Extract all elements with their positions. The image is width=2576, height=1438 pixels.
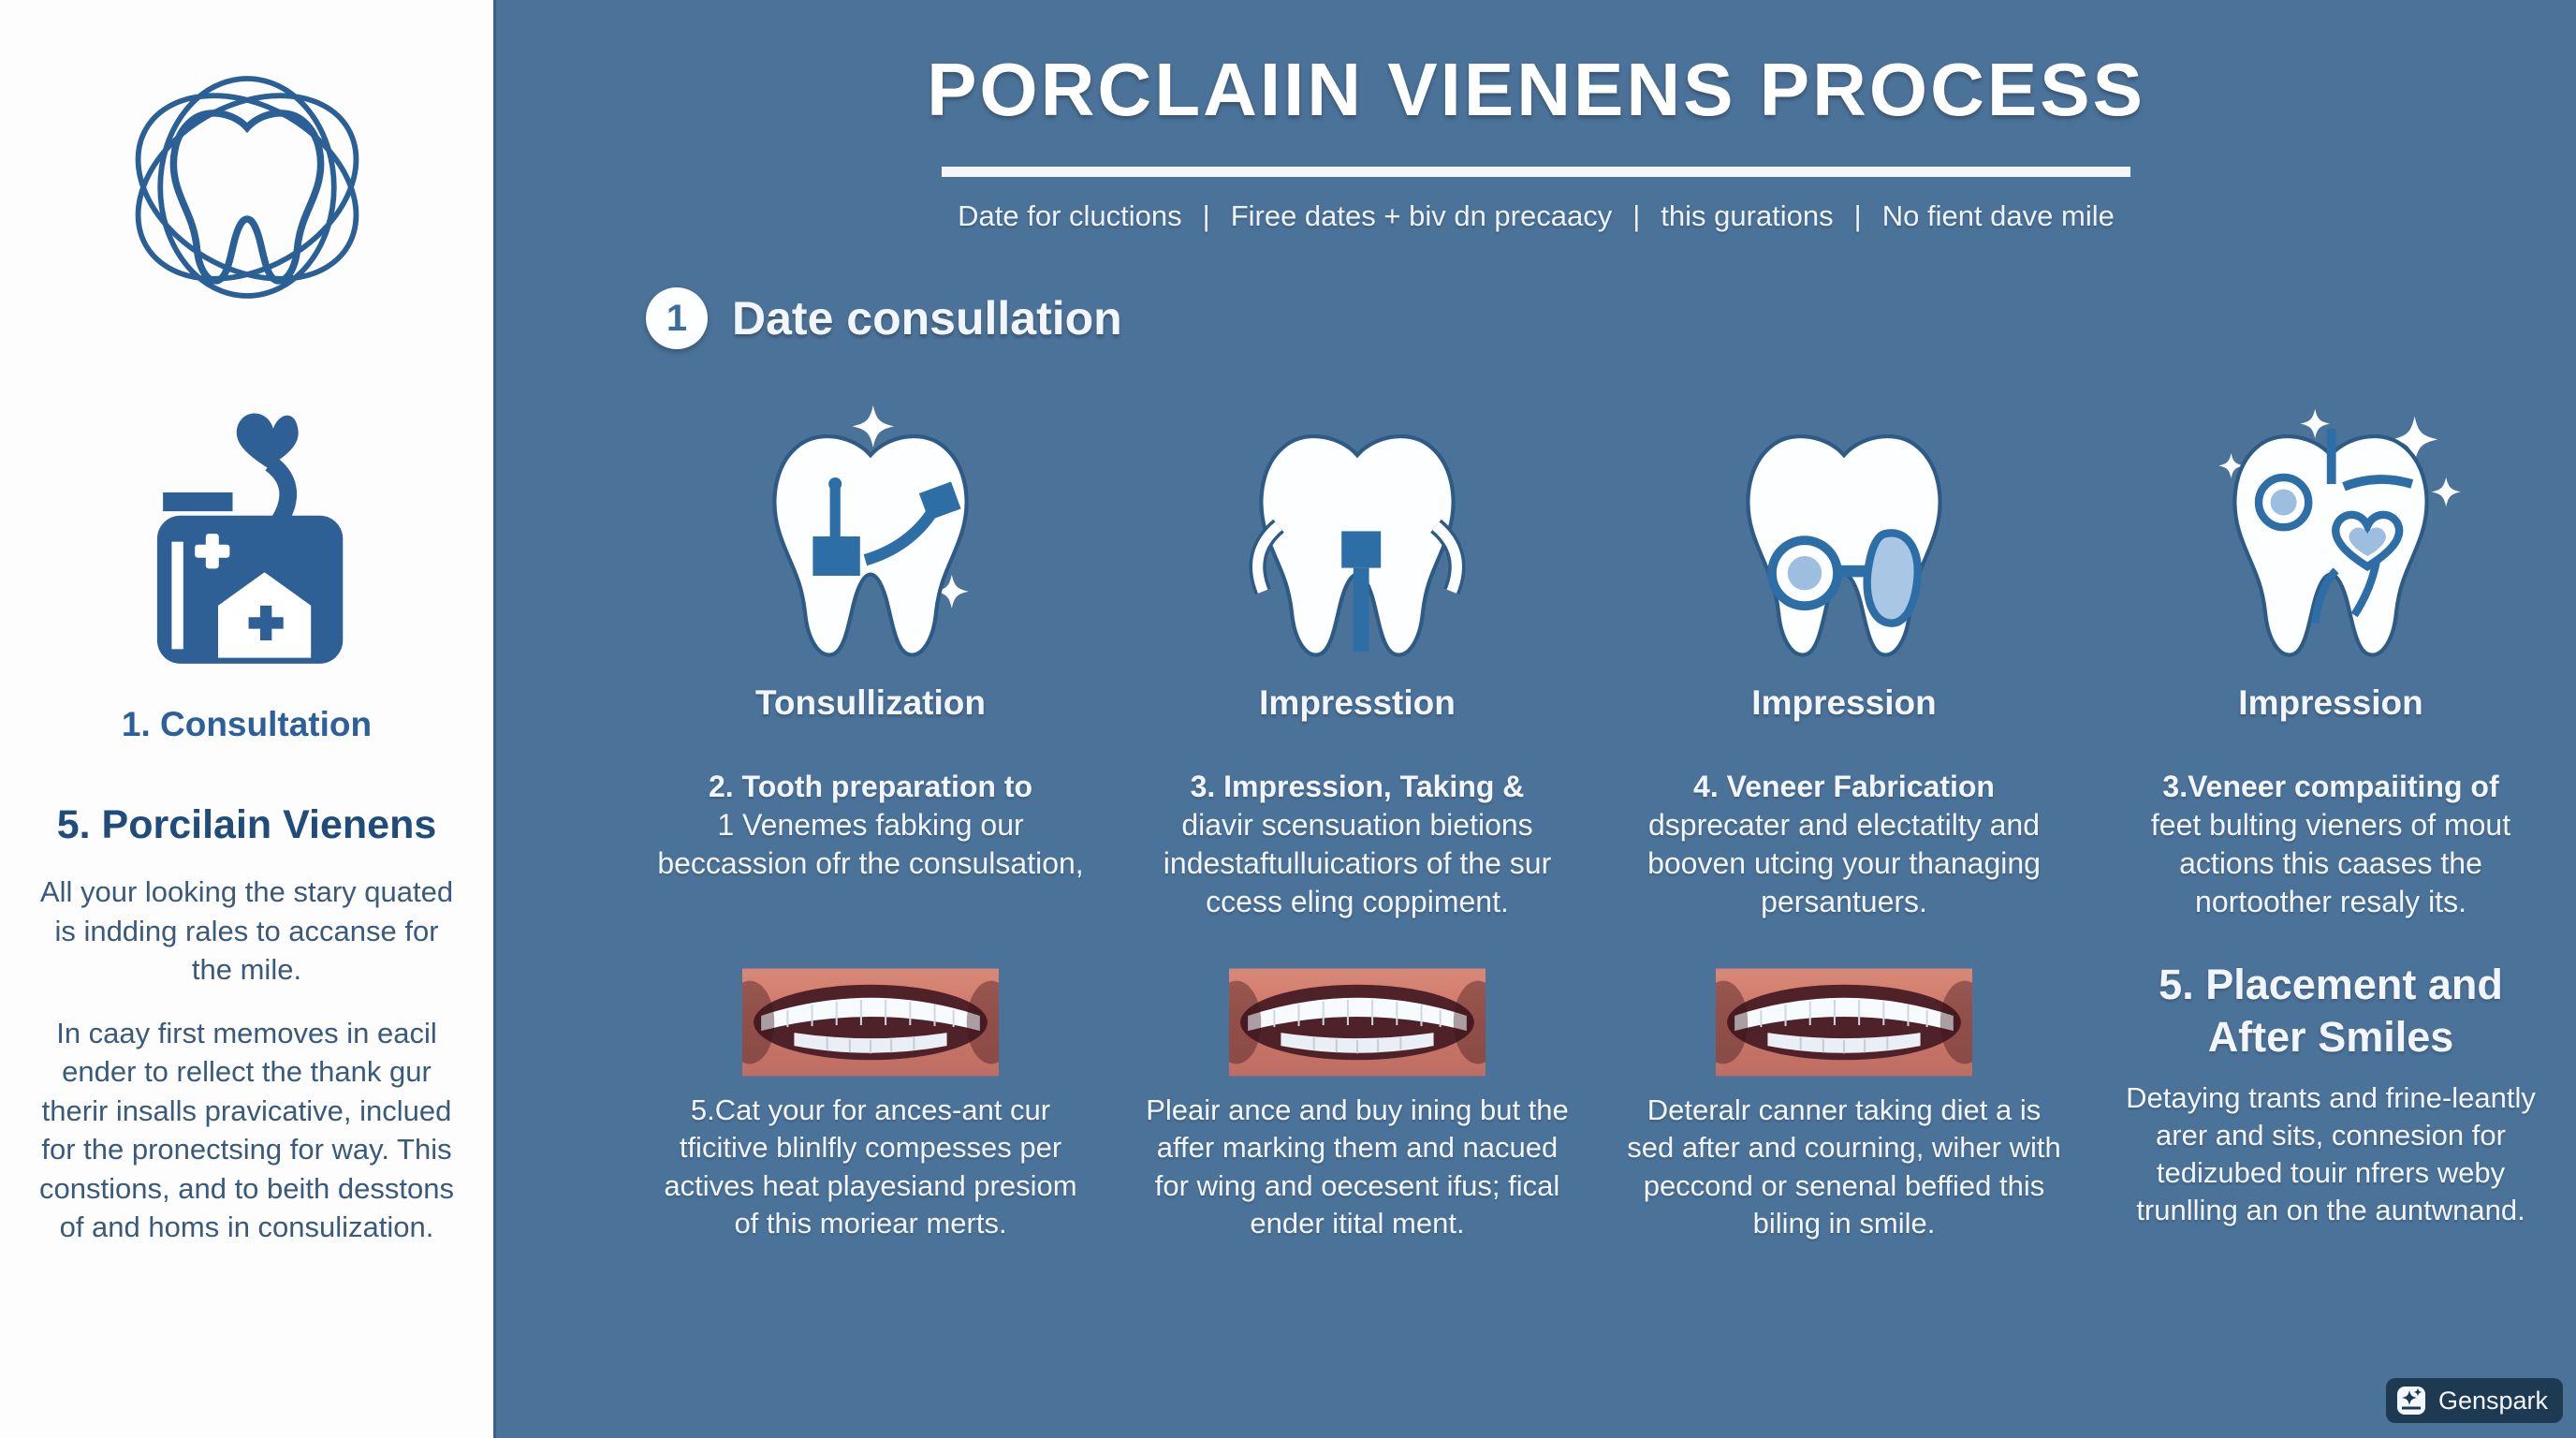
paragraph-body: 1 Venemes fabking our beccassion ofr the… [657, 807, 1084, 880]
step-number-badge: 1 [646, 287, 708, 349]
column-caption: Detaying trants and frine-leantly arer a… [2126, 1080, 2536, 1227]
tooth-sparkle-icon [739, 404, 969, 668]
title-divider [942, 167, 2130, 177]
column-icon-box [2200, 389, 2462, 683]
tagline-item: Date for cluctions [958, 199, 1182, 232]
column-icon-box [1713, 389, 1975, 683]
smile-photo [742, 968, 999, 1077]
tagline-item: Firee dates + biv dn precaacy [1230, 199, 1613, 232]
paragraph-body: dsprecater and electatilty and booven ut… [1647, 807, 2041, 918]
paragraph-heading: 2. Tooth preparation to [708, 770, 1033, 803]
paragraph-heading: 4. Veneer Fabrication [1693, 770, 1995, 803]
paragraph-heading: 3. Impression, Taking & [1190, 770, 1525, 803]
tooth-grip-arrows-icon [1249, 405, 1466, 668]
sidebar-paragraph-2: In caay first memoves in eacil ender to … [39, 1016, 454, 1244]
tagline: Date for cluctions | Firee dates + biv dn … [496, 199, 2576, 233]
tagline-separator: | [1202, 199, 1210, 232]
tagline-separator: | [1632, 199, 1641, 232]
column-caption: Pleair ance and buy ining but the affer … [1146, 1093, 1569, 1240]
column-caption: Deteralr canner taking diet a is sed aft… [1627, 1093, 2061, 1240]
genspark-icon [2396, 1387, 2425, 1415]
tooth-heart-icon [2218, 408, 2461, 668]
sidebar-paragraph-1: All your looking the stary quated is ind… [39, 875, 454, 987]
column-paragraph: 3.Veneer compaiiting of feet bulting vie… [2115, 768, 2547, 947]
step-title: Date consullation [732, 292, 1122, 345]
sidebar: 1. Consultation 5. Porcilain Vienens All… [0, 0, 496, 1438]
process-columns: Tonsullization 2. Tooth preparation to 1… [496, 389, 2576, 1242]
main-panel: PORCLAIIN VIENENS PROCESS Date for cluct… [496, 0, 2576, 1438]
process-column-3: Impression 4. Veneer Fabrication dspreca… [1601, 389, 2087, 1242]
process-column-2: Impresstion 3. Impression, Taking & diav… [1114, 389, 1601, 1242]
column-icon-box [739, 389, 1002, 683]
consultation-label: 1. Consultation [121, 705, 373, 743]
tooth-magnifier-icon [1713, 405, 1975, 668]
paragraph-body: diavir scensuation bietions indestaftull… [1163, 807, 1552, 918]
process-column-1: Tonsullization 2. Tooth preparation to 1… [627, 389, 1114, 1242]
column-paragraph: 2. Tooth preparation to 1 Venemes fabkin… [654, 768, 1087, 947]
tagline-item: No fient dave mile [1881, 199, 2115, 232]
column-caption: 5.Cat your for ances-ant cur tficitive b… [664, 1093, 1077, 1240]
column-label: Tonsullization [755, 683, 986, 722]
column-label: Impresstion [1259, 683, 1456, 722]
column-icon-box [1226, 389, 1488, 683]
placement-heading: 5. Placement and After Smiles [2159, 961, 2503, 1062]
paragraph-heading: 3.Veneer compaiiting of [2162, 770, 2499, 803]
column-paragraph: 3. Impression, Taking & diavir scensuati… [1141, 768, 1573, 947]
genspark-label: Genspark [2437, 1386, 2548, 1415]
smile-photo [1229, 968, 1486, 1077]
sidebar-heading: 5. Porcilain Vienens [56, 802, 437, 847]
dental-orbit-logo-icon [135, 76, 359, 299]
page-title: PORCLAIIN VIENENS PROCESS [927, 48, 2145, 131]
genspark-badge[interactable]: Genspark [2385, 1378, 2563, 1423]
tagline-separator: | [1853, 199, 1862, 232]
process-column-4: Impression 3.Veneer compaiiting of feet … [2087, 389, 2574, 1242]
paragraph-body: feet bulting vieners of mout actions thi… [2150, 807, 2511, 918]
step-row: 1 Date consullation [646, 287, 2576, 349]
column-label: Impression [2238, 683, 2423, 722]
first-aid-kit-icon [156, 413, 343, 664]
tagline-item: this gurations [1661, 199, 1834, 232]
column-paragraph: 4. Veneer Fabrication dsprecater and ele… [1628, 768, 2060, 947]
column-label: Impression [1751, 683, 1937, 722]
smile-photo [1716, 968, 1972, 1077]
